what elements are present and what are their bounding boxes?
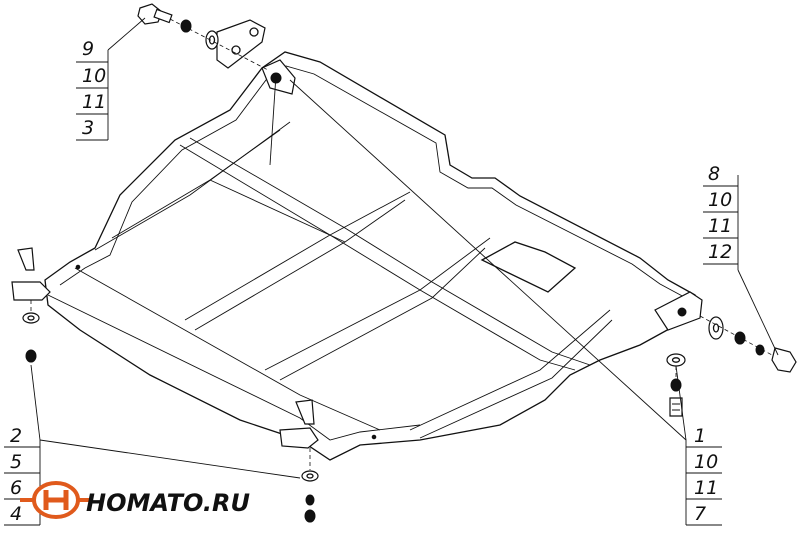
callout-bottom-right: 1 10 11 7 xyxy=(685,425,722,526)
callout-label: 11 xyxy=(82,91,106,113)
callout-label: 10 xyxy=(694,451,718,473)
callout-label: 12 xyxy=(708,241,732,263)
watermark-logo: HOMATO.RU xyxy=(20,481,250,519)
callout-label: 7 xyxy=(694,503,706,525)
callout-label: 10 xyxy=(708,189,732,211)
callout-label: 8 xyxy=(708,163,720,185)
callout-label: 2 xyxy=(10,425,22,447)
callout-label: 5 xyxy=(10,451,22,473)
callout-label: 10 xyxy=(82,65,106,87)
left-fastener-set xyxy=(11,247,51,363)
leader-lines xyxy=(30,17,779,479)
h-logo-icon xyxy=(20,481,92,519)
rear-bracket xyxy=(216,19,296,95)
lower-right-fastener-set xyxy=(666,353,686,417)
callout-label: 9 xyxy=(82,38,94,60)
callout-label: 6 xyxy=(10,477,22,499)
callout-bottom-left: 2 5 6 4 xyxy=(4,425,41,526)
top-fastener-set xyxy=(137,3,269,71)
bottom-fastener-set xyxy=(279,399,319,523)
callout-top-left: 9 10 11 3 xyxy=(76,38,109,141)
callout-label: 11 xyxy=(708,215,732,237)
skid-plate xyxy=(44,51,701,461)
logo-text: HOMATO.RU xyxy=(86,489,250,517)
callout-label: 4 xyxy=(10,503,22,525)
callout-label: 11 xyxy=(694,477,718,499)
callout-label: 1 xyxy=(694,425,706,447)
callout-label: 3 xyxy=(82,117,94,139)
callout-right: 8 10 11 12 xyxy=(703,163,739,270)
right-fastener-set xyxy=(654,291,797,373)
